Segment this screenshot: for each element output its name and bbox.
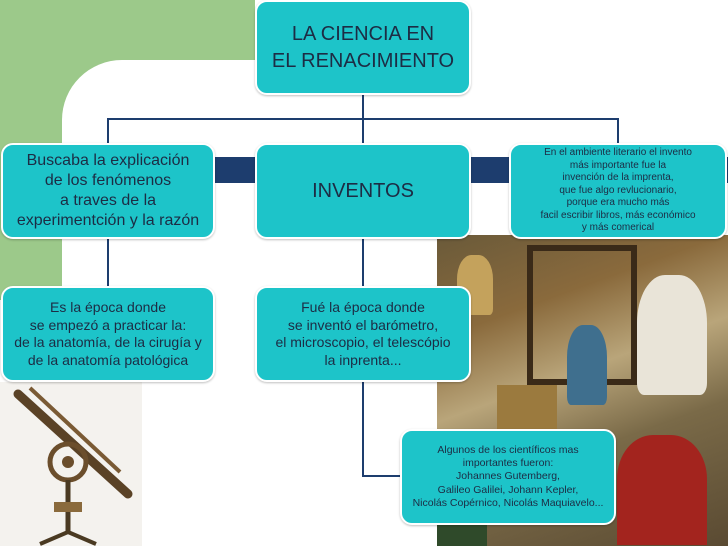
inventions-detail-box: Fué la época donde se inventó el barómet… (255, 286, 471, 382)
connector-middle2-down (362, 382, 364, 477)
connector-middle-down (362, 239, 364, 286)
inventions-text: INVENTOS (312, 179, 414, 202)
antique-telescope-photo (0, 382, 142, 546)
anatomy-text: Es la época donde se empezó a practicar … (14, 299, 202, 368)
scientists-text: Algunos de los científicos mas important… (412, 444, 604, 509)
explanation-text: Buscaba la explicación de los fenómenos … (16, 152, 200, 229)
connector-to-right (617, 118, 619, 143)
connector-to-left (107, 118, 109, 143)
connector-to-scientists (362, 475, 402, 477)
explanation-box: Buscaba la explicación de los fenómenos … (1, 143, 215, 239)
title-box: LA CIENCIA EN EL RENACIMIENTO (255, 0, 471, 95)
connector-title-down (362, 95, 364, 119)
scientists-box: Algunos de los científicos mas important… (400, 429, 616, 525)
inventions-box: INVENTOS (255, 143, 471, 239)
title-text: LA CIENCIA EN EL RENACIMIENTO (271, 22, 455, 72)
printing-press-text: En el ambiente literario el invento más … (540, 147, 696, 234)
inventions-detail-text: Fué la época donde se inventó el barómet… (275, 299, 451, 368)
connector-to-middle (362, 118, 364, 143)
printing-press-box: En el ambiente literario el invento más … (509, 143, 727, 239)
connector-left-down (107, 239, 109, 286)
anatomy-box: Es la época donde se empezó a practicar … (1, 286, 215, 382)
